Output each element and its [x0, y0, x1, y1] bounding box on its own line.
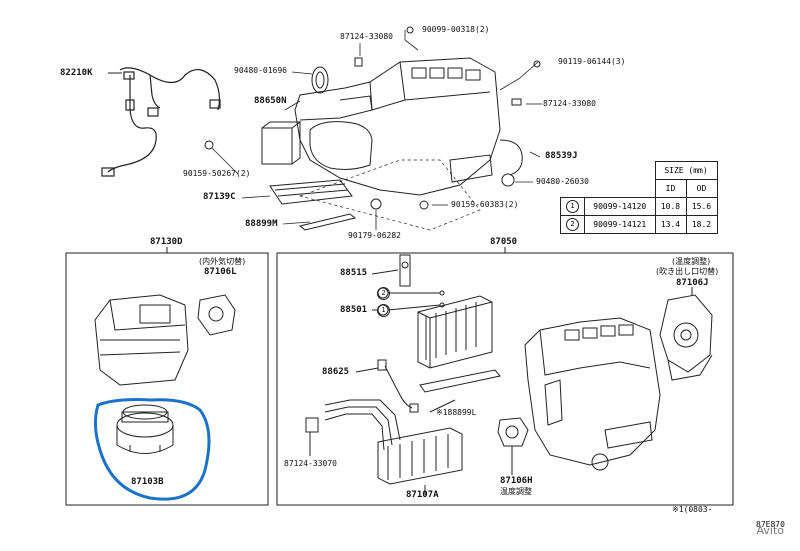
label-88539J: 88539J — [545, 151, 578, 161]
size-table: SIZE (mm) ID OD 1 90099-14120 10.8 15.6 … — [560, 161, 718, 234]
label-90099-00318: 90099-00318(2) — [422, 25, 490, 34]
label-87050: 87050 — [490, 237, 518, 247]
unit-frame — [276, 252, 734, 506]
evaporator-drawing — [417, 295, 493, 369]
label-90480-01696: 90480-01696 — [234, 66, 287, 75]
footnote: ※1(0803- — [672, 505, 713, 514]
label-87106L: 87106L — [204, 267, 237, 277]
label-87124-33070: 87124-33070 — [284, 459, 337, 468]
label-90159-50267: 90159-50267(2) — [183, 169, 251, 178]
hvac-unit-top-drawing — [294, 57, 522, 196]
outer-diameter: 15.6 — [685, 197, 718, 216]
blower-motor-drawing — [116, 404, 174, 454]
row-number: 1 — [566, 200, 579, 213]
label-inout-switch: (内外気切替) — [199, 257, 246, 266]
wire-harness-drawing — [101, 67, 221, 177]
size-header: SIZE (mm) — [654, 161, 718, 180]
label-87139C: 87139C — [203, 192, 236, 202]
label-82210K: 82210K — [60, 68, 93, 78]
label-90159-60383: 90159-60383(2) — [451, 200, 519, 209]
label-88515: 88515 — [340, 268, 368, 278]
od-header: OD — [685, 179, 718, 198]
label-87107A: 87107A — [406, 490, 439, 500]
heater-core-drawing — [377, 427, 463, 485]
table-row: 1 90099-14120 10.8 15.6 — [560, 197, 718, 216]
outer-diameter: 18.2 — [685, 215, 718, 234]
label-88650N: 88650N — [254, 96, 287, 106]
diagram-code: 87E870 — [756, 520, 785, 529]
label-87103B: 87103B — [131, 477, 164, 487]
label-88501: 88501 — [340, 305, 368, 315]
label-87124-33080-top: 87124-33080 — [340, 32, 393, 41]
label-88899M: 88899M — [245, 219, 278, 229]
table-row: 2 90099-14121 13.4 18.2 — [560, 215, 718, 234]
part-number: 90099-14121 — [584, 215, 656, 234]
highlight-ring — [93, 398, 211, 501]
label-outlet-switch: (吹き出し口切替) — [656, 267, 719, 276]
label-87124-33080-right: 87124-33080 — [543, 99, 596, 108]
label-88625: 88625 — [322, 367, 350, 377]
blower-frame — [65, 252, 269, 506]
label-87130D: 87130D — [150, 237, 183, 247]
callout-2: 2 — [377, 287, 390, 300]
label-temp-adjust: 温度調整 — [500, 487, 532, 496]
label-temp-adjust-paren: (温度調整) — [672, 257, 711, 266]
part-number: 90099-14120 — [584, 197, 656, 216]
hvac-unit-right-drawing — [524, 317, 661, 471]
label-90179-06282: 90179-06282 — [348, 231, 401, 240]
id-header: ID — [654, 179, 687, 198]
label-87106H: 87106H — [500, 476, 533, 486]
row-number: 2 — [566, 218, 579, 231]
label-87106J: 87106J — [676, 278, 709, 288]
inner-diameter: 13.4 — [654, 215, 687, 234]
callout-1: 1 — [377, 304, 390, 317]
avito-watermark: Avito — [756, 524, 785, 537]
label-188899L: ※188899L — [436, 408, 477, 417]
blower-housing-drawing — [94, 294, 236, 386]
label-90480-26030: 90480-26030 — [536, 177, 589, 186]
label-90119-06144: 90119-06144(3) — [558, 57, 626, 66]
inner-diameter: 10.8 — [654, 197, 687, 216]
